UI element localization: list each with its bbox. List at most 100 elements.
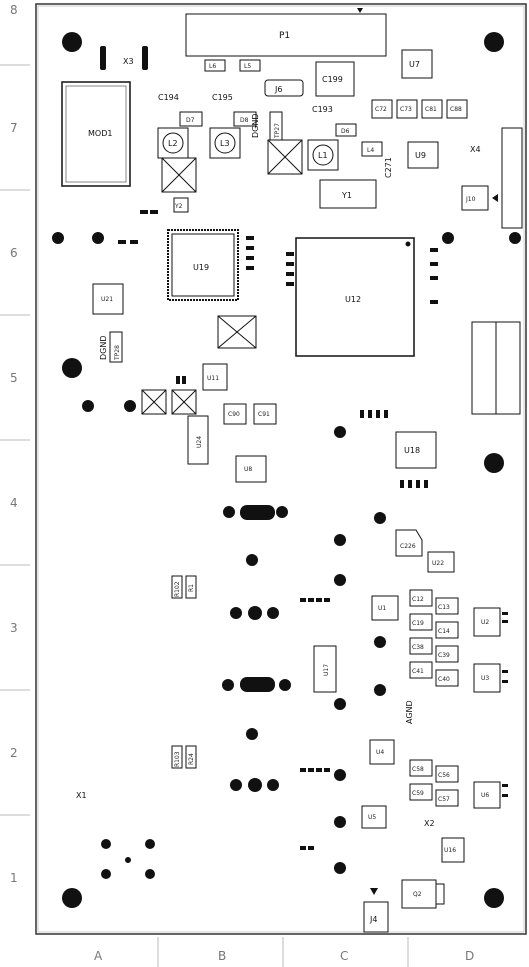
r1-label: R1 <box>188 584 195 592</box>
l3-inductor-coil <box>214 132 236 154</box>
j4-pin1-marker <box>370 888 378 895</box>
u21-label: U21 <box>101 296 113 303</box>
x3-label: X3 <box>123 57 134 66</box>
row-label-6: 6 <box>10 246 18 260</box>
l4-label: L4 <box>367 147 374 154</box>
c72-label: C72 <box>375 106 387 113</box>
smd-pads <box>118 210 508 850</box>
c40-label: C40 <box>438 676 450 683</box>
u11-chip <box>202 363 228 391</box>
u12-pin1-marker <box>405 241 411 247</box>
u4-chip <box>369 739 395 765</box>
j10-label: J10 <box>465 196 476 203</box>
c194-label: C194 <box>158 93 179 102</box>
u8-chip <box>235 455 267 483</box>
agnd-label: AGND <box>405 700 414 724</box>
p1-pin1-marker <box>357 8 363 13</box>
cap-column-low <box>409 759 459 807</box>
u17-chip <box>313 645 337 693</box>
u3-chip <box>473 663 501 693</box>
c58-label: C58 <box>412 766 424 773</box>
l5-inductor <box>239 59 261 72</box>
q2-tab <box>435 883 445 905</box>
u2-chip <box>473 607 501 637</box>
c199-label: C199 <box>322 75 343 84</box>
c226-label: C226 <box>400 543 416 550</box>
u7-chip <box>401 49 433 79</box>
u17-label: U17 <box>323 664 330 676</box>
r24-resistor <box>185 745 197 769</box>
col-label-a: A <box>94 949 103 963</box>
u19-body <box>171 233 235 297</box>
y2-crystal <box>173 197 189 213</box>
d7-diode <box>179 111 203 127</box>
tp27-label: TP27 <box>274 123 281 139</box>
j6-label: J6 <box>274 85 282 94</box>
u22-chip <box>427 551 455 573</box>
c226-capacitor <box>395 529 423 557</box>
c41-label: C41 <box>412 668 424 675</box>
row-label-4: 4 <box>10 496 18 510</box>
col-label-c: C <box>340 949 348 963</box>
mod1-inner <box>65 85 127 183</box>
r102-label: R102 <box>174 581 181 597</box>
c195-label: C195 <box>212 93 233 102</box>
u19-label: U19 <box>193 263 209 272</box>
mod1-label: MOD1 <box>88 129 112 138</box>
crosshatch-regions <box>141 139 303 415</box>
u8-label: U8 <box>244 466 252 473</box>
u12-chip <box>295 237 415 357</box>
l5-label: L5 <box>244 63 251 70</box>
u18-label: U18 <box>404 446 420 455</box>
dgnd-top-label: DGND <box>251 113 260 138</box>
l2-label: L2 <box>168 139 178 148</box>
d6-diode <box>335 123 357 137</box>
mounting-holes <box>62 32 504 908</box>
j4-label: J4 <box>369 915 377 924</box>
u2-label: U2 <box>481 619 489 626</box>
q2-transistor <box>401 879 437 909</box>
tp28-pad <box>109 331 123 363</box>
c90-label: C90 <box>228 411 240 418</box>
c14-label: C14 <box>438 628 450 635</box>
l2-inductor-coil <box>162 132 184 154</box>
c12-label: C12 <box>412 596 424 603</box>
u11-label: U11 <box>207 375 219 382</box>
row-label-7: 7 <box>10 121 18 135</box>
row-label-5: 5 <box>10 371 18 385</box>
y1-crystal <box>319 179 377 209</box>
board-outline <box>35 3 527 935</box>
c90-capacitor <box>223 403 247 425</box>
board-outline-inner <box>37 5 525 933</box>
u4-label: U4 <box>376 749 384 756</box>
j6-connector <box>264 79 304 97</box>
u7-label: U7 <box>409 60 420 69</box>
u24-label: U24 <box>196 436 203 448</box>
row-label-2: 2 <box>10 746 18 760</box>
r102-resistor <box>171 575 183 599</box>
u16-label: U16 <box>444 847 456 854</box>
d8-label: D8 <box>240 117 249 124</box>
u21-chip <box>92 283 124 315</box>
x2-label: X2 <box>424 819 435 828</box>
row-label-3: 3 <box>10 621 18 635</box>
l1-inductor-coil <box>312 144 334 166</box>
c199-capacitor <box>315 61 355 97</box>
x4-label: X4 <box>470 145 481 154</box>
col-label-d: D <box>465 949 474 963</box>
j10-connector <box>461 185 489 211</box>
c91-capacitor <box>253 403 277 425</box>
x4-connector <box>501 127 523 229</box>
d8-diode <box>233 111 257 127</box>
q2-label: Q2 <box>413 891 422 898</box>
c193-label: C193 <box>312 105 333 114</box>
u3-label: U3 <box>481 675 489 682</box>
x1-label: X1 <box>76 791 87 800</box>
u9-chip <box>407 141 439 169</box>
c13-label: C13 <box>438 604 450 611</box>
c57-label: C57 <box>438 796 450 803</box>
u5-label: U5 <box>368 814 376 821</box>
c38-label: C38 <box>412 644 424 651</box>
u5-chip <box>361 805 387 829</box>
